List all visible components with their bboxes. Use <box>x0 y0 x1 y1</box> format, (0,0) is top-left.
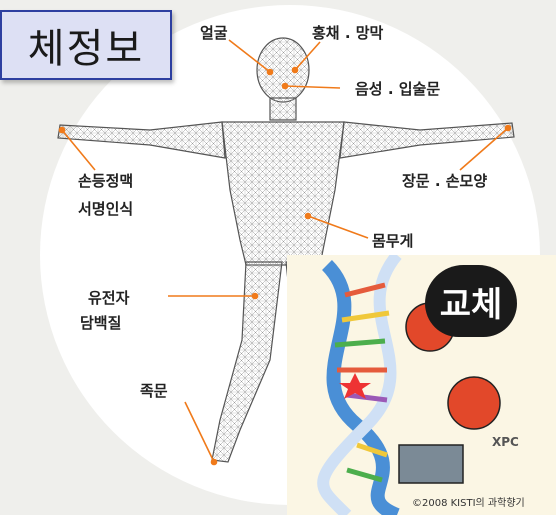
xpc-label: XPC <box>492 435 519 449</box>
label-voice: 음성 . 입술문 <box>355 80 441 98</box>
label-palm: 장문 . 손모양 <box>402 172 488 190</box>
label-face: 얼굴 <box>200 24 228 42</box>
label-protein: 담백질 <box>80 314 122 332</box>
speech-bubble-text: 교체 <box>439 284 503 325</box>
label-weight: 몸무게 <box>372 232 414 250</box>
label-gene: 유전자 <box>88 289 130 307</box>
page-title: 체정보 <box>27 26 145 72</box>
label-hand-vein: 손등정맥 <box>78 172 134 190</box>
copyright-text: ©2008 KISTI의 과학향기 <box>412 498 525 509</box>
repair-protein-xpc <box>447 376 501 430</box>
toolbox-icon <box>398 444 464 484</box>
label-foot: 족문 <box>140 382 168 400</box>
dna-repair-cartoon: 교체 XPC ©2008 KISTI의 과학향기 <box>287 255 556 515</box>
speech-bubble: 교체 <box>425 265 517 337</box>
title-box: 체정보 <box>0 10 172 80</box>
label-signature: 서명인식 <box>78 200 134 218</box>
label-iris: 홍채 . 망막 <box>312 24 384 42</box>
